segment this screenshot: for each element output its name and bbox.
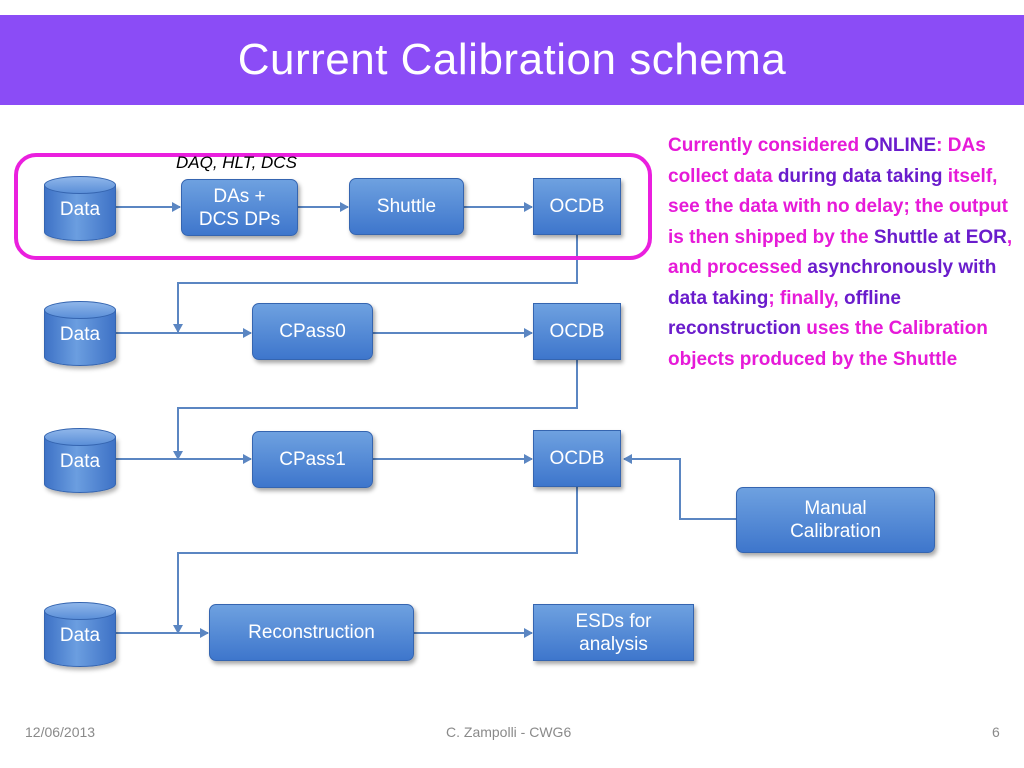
- data-cylinder-2: Data: [44, 301, 116, 366]
- manual-line1: Manual: [804, 498, 867, 519]
- das-dcs-dps-node: DAs + DCS DPs: [181, 179, 298, 236]
- cpass1-node: CPass1: [252, 431, 373, 488]
- note-segment: Currently considered: [668, 135, 865, 156]
- online-explanation-text: Currently considered ONLINE: DAs collect…: [668, 131, 1013, 375]
- esds-line2: analysis: [579, 633, 648, 655]
- connector-ocdb2-to-row3: [173, 360, 578, 460]
- note-segment: ; finally,: [768, 287, 844, 309]
- reconstruction-node: Reconstruction: [209, 604, 414, 661]
- note-segment: : DAs collect data: [668, 135, 986, 187]
- ocdb-node-1: OCDB: [533, 178, 621, 235]
- cpass1-label: CPass1: [279, 449, 346, 470]
- ocdb-label: OCDB: [549, 321, 605, 342]
- ocdb-node-3: OCDB: [533, 430, 621, 487]
- ocdb-node-2: OCDB: [533, 303, 621, 360]
- cpass0-node: CPass0: [252, 303, 373, 360]
- cpass0-label: CPass0: [279, 321, 346, 342]
- note-emphasis-segment: ONLINE: [864, 135, 937, 156]
- daq-hlt-dcs-label: DAQ, HLT, DCS: [176, 153, 297, 172]
- das-line1: DAs +: [213, 185, 266, 207]
- reconstruction-label: Reconstruction: [248, 622, 375, 643]
- note-segment: uses the Calibration objects produced by…: [668, 318, 988, 370]
- data-label: Data: [59, 625, 101, 646]
- note-emphasis-segment: during data taking: [777, 165, 943, 187]
- online-highlight-box: [14, 153, 652, 260]
- title-bar: Current Calibration schema: [0, 15, 1024, 105]
- esds-line1: ESDs for: [575, 610, 652, 632]
- manual-line2: Calibration: [790, 521, 881, 542]
- data-cylinder-3: Data: [44, 428, 116, 493]
- connector-ocdb3-to-row4: [173, 487, 578, 634]
- shuttle-label: Shuttle: [376, 196, 437, 217]
- note-segment: , and processed: [668, 226, 1013, 279]
- data-cylinder-1: Data: [44, 176, 116, 241]
- data-label: Data: [59, 324, 101, 345]
- footer-author: C. Zampolli - CWG6: [446, 724, 572, 740]
- note-emphasis-segment: Shuttle at EOR: [873, 226, 1007, 248]
- esds-node: ESDs for analysis: [533, 604, 694, 661]
- data-label: Data: [59, 199, 101, 220]
- connector-manual-to-ocdb: [623, 454, 736, 520]
- manual-calibration-node: Manual Calibration: [736, 487, 935, 553]
- slide-title: Current Calibration schema: [237, 35, 787, 84]
- data-label: Data: [59, 451, 101, 472]
- ocdb-label: OCDB: [549, 196, 605, 217]
- footer-page-number: 6: [992, 724, 1000, 740]
- ocdb-label: OCDB: [549, 448, 605, 469]
- shuttle-node: Shuttle: [349, 178, 464, 235]
- note-emphasis-segment: offline reconstruction: [668, 287, 901, 340]
- data-cylinder-4: Data: [44, 602, 116, 667]
- note-emphasis-segment: asynchronously with data taking: [668, 257, 997, 309]
- das-line2: DCS DPs: [198, 208, 281, 230]
- footer-date: 12/06/2013: [25, 724, 96, 740]
- note-segment: itself, see the data with no delay; the …: [668, 165, 1008, 248]
